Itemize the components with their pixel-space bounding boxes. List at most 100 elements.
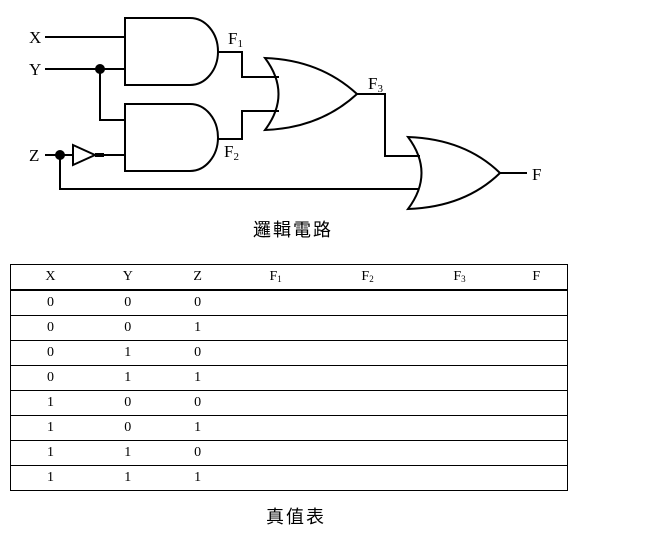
column-header: F2 (321, 264, 414, 291)
table-cell (229, 465, 322, 491)
table-cell (413, 465, 506, 491)
table-cell (321, 290, 414, 316)
wire-y-branch (99, 69, 125, 121)
table-cell (505, 415, 569, 441)
table-cell (321, 340, 414, 366)
f1-main: F (228, 29, 238, 48)
table-cell (229, 290, 322, 316)
header-main: Z (193, 269, 202, 284)
table-cell (229, 365, 322, 391)
and-gate-2 (124, 103, 219, 172)
table-cell (229, 440, 322, 466)
table-cell: 1 (165, 365, 230, 391)
label-x: X (29, 28, 42, 47)
header-sub: 2 (369, 274, 374, 284)
and-gate-1 (124, 17, 219, 86)
column-header: F1 (229, 264, 322, 291)
table-cell (413, 440, 506, 466)
header-main: X (45, 269, 56, 284)
wire-f1 (218, 51, 279, 78)
header-main: F (532, 269, 541, 284)
f3-main: F (368, 74, 378, 93)
column-header: F3 (413, 264, 506, 291)
junction-y (95, 64, 105, 74)
or-gate-1 (262, 56, 359, 132)
table-cell: 0 (89, 315, 166, 341)
or-gate-2 (405, 135, 502, 211)
header-main: F (269, 269, 278, 284)
header-sub: 3 (461, 274, 466, 284)
table-cell: 0 (165, 440, 230, 466)
column-header: Z (165, 264, 230, 291)
label-z: Z (29, 146, 40, 165)
table-cell: 1 (89, 465, 166, 491)
column-header: X (9, 264, 90, 291)
f2-main: F (224, 142, 234, 161)
table-cell: 0 (9, 340, 90, 366)
table-cell (229, 415, 322, 441)
table-cell: 0 (89, 415, 166, 441)
label-y: Y (29, 60, 42, 79)
header-main: F (453, 269, 462, 284)
buffer-gate (72, 143, 98, 167)
table-cell: 1 (165, 315, 230, 341)
table-cell (413, 290, 506, 316)
table-cell (505, 365, 569, 391)
table-cell (229, 315, 322, 341)
logic-circuit-diagram (45, 17, 527, 211)
header-main: F (361, 269, 370, 284)
wire-f2 (218, 110, 279, 140)
table-cell: 1 (9, 465, 90, 491)
table-cell (413, 340, 506, 366)
table-cell (505, 440, 569, 466)
table-cell: 0 (9, 315, 90, 341)
f1-sub: 1 (237, 38, 243, 50)
table-cell (229, 340, 322, 366)
wire-z-loop (59, 155, 418, 190)
table-cell: 1 (165, 415, 230, 441)
table-cell: 1 (9, 390, 90, 416)
table-cell (413, 390, 506, 416)
table-cell (505, 390, 569, 416)
table-cell: 0 (89, 390, 166, 416)
table-cell: 0 (165, 340, 230, 366)
table-cell (505, 290, 569, 316)
table-cell: 1 (9, 415, 90, 441)
table-cell (505, 465, 569, 491)
label-f2: F2 (224, 143, 239, 163)
table-cell: 0 (165, 290, 230, 316)
table-cell (229, 390, 322, 416)
table-cell (505, 315, 569, 341)
table-cell (505, 340, 569, 366)
table-cell: 1 (9, 440, 90, 466)
table-cell: 1 (89, 365, 166, 391)
table-cell (413, 365, 506, 391)
table-cell: 1 (89, 440, 166, 466)
table-cell: 1 (165, 465, 230, 491)
circuit-caption: 邏輯電路 (253, 220, 333, 241)
table-cell (321, 365, 414, 391)
table-cell: 0 (165, 390, 230, 416)
header-main: Y (122, 269, 133, 284)
table-cell (413, 415, 506, 441)
label-f1: F1 (228, 30, 243, 50)
table-cell (321, 390, 414, 416)
table-cell: 0 (89, 290, 166, 316)
column-header: F (505, 264, 569, 291)
table-cell (413, 315, 506, 341)
table-cell (321, 440, 414, 466)
table-cell: 0 (9, 365, 90, 391)
label-f: F (532, 165, 542, 184)
label-f3: F3 (368, 75, 383, 95)
table-cell: 0 (9, 290, 90, 316)
header-sub: 1 (277, 274, 282, 284)
table-cell (321, 465, 414, 491)
